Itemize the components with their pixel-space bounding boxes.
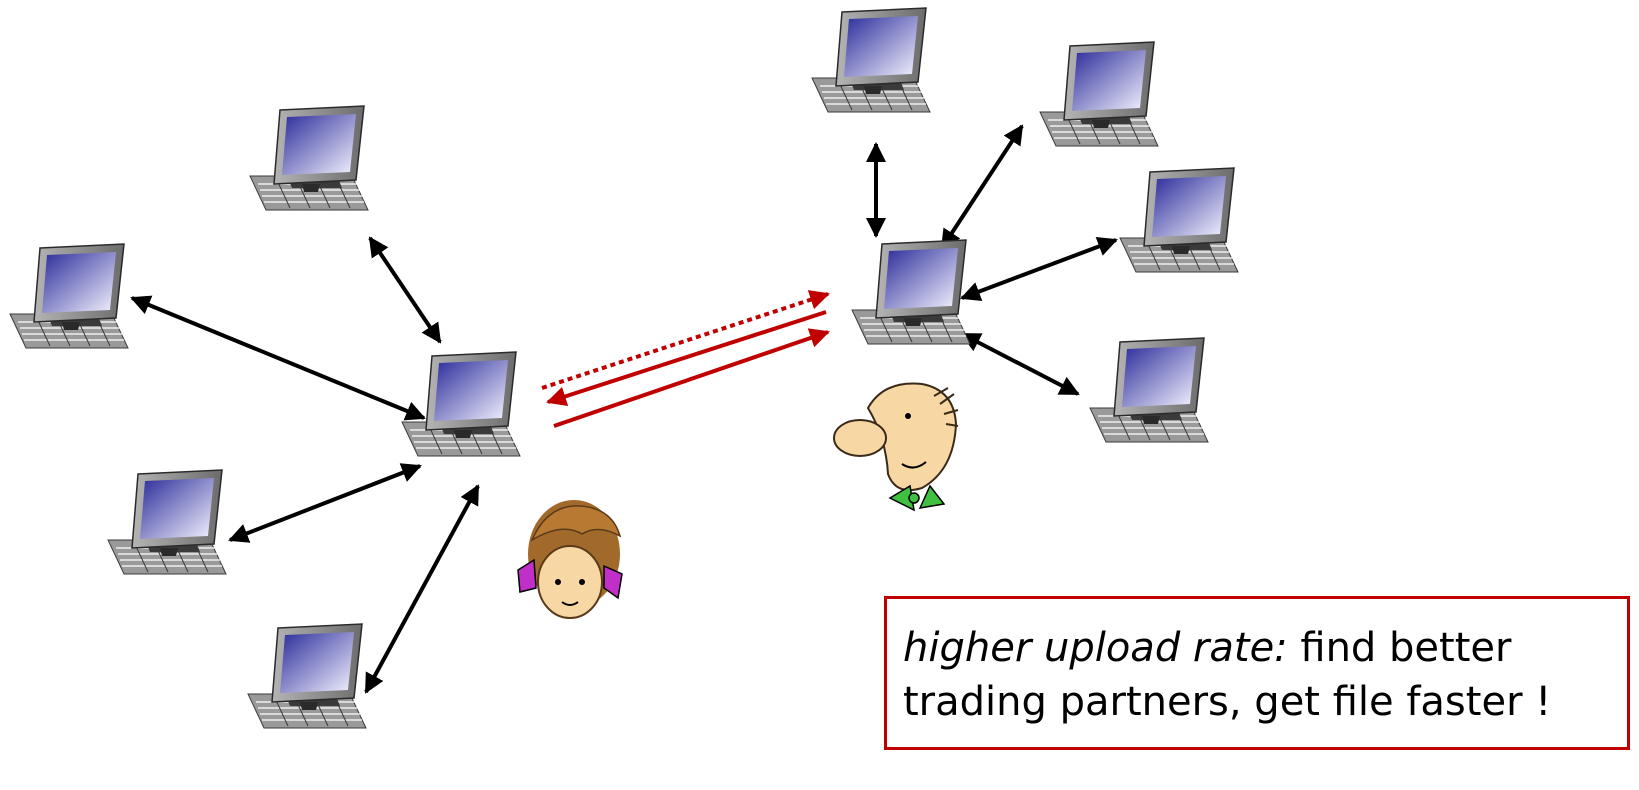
desktop-computer-icon [107, 469, 227, 575]
link-arrow [130, 295, 426, 421]
upload-rate-callout: higher upload rate: find better trading … [884, 596, 1630, 750]
link-arrow [960, 332, 1080, 396]
red-arrow-to-bob [553, 328, 830, 428]
bob-face-icon [833, 382, 959, 511]
alice-face-icon [517, 499, 623, 619]
link-arrow [940, 124, 1024, 250]
link-arrow [228, 463, 422, 543]
alice-bob-links [541, 290, 830, 428]
callout-line-2: trading partners, get file faster ! [903, 679, 1552, 725]
desktop-computer-icon [811, 7, 931, 113]
red-arrow-to-alice [546, 310, 827, 406]
callout-line-1-rest: find better [1287, 625, 1512, 671]
desktop-computer-icon [1039, 41, 1159, 147]
bob-computer-icon [851, 239, 971, 345]
desktop-computer-icon [9, 243, 129, 349]
link-arrow [368, 236, 442, 344]
desktop-computer-icon [1089, 337, 1209, 443]
callout-line-1: higher upload rate: find better [903, 621, 1609, 675]
alice-computer-icon [401, 351, 521, 457]
link-arrow [960, 236, 1118, 302]
desktop-computer-icon [1119, 167, 1239, 273]
callout-emphasis: higher upload rate: [903, 625, 1288, 671]
desktop-computer-icon [247, 623, 367, 729]
dotted-red-arrow [541, 290, 830, 390]
desktop-computer-icon [249, 105, 369, 211]
link-arrow [364, 484, 480, 694]
peer-links [130, 124, 1118, 694]
